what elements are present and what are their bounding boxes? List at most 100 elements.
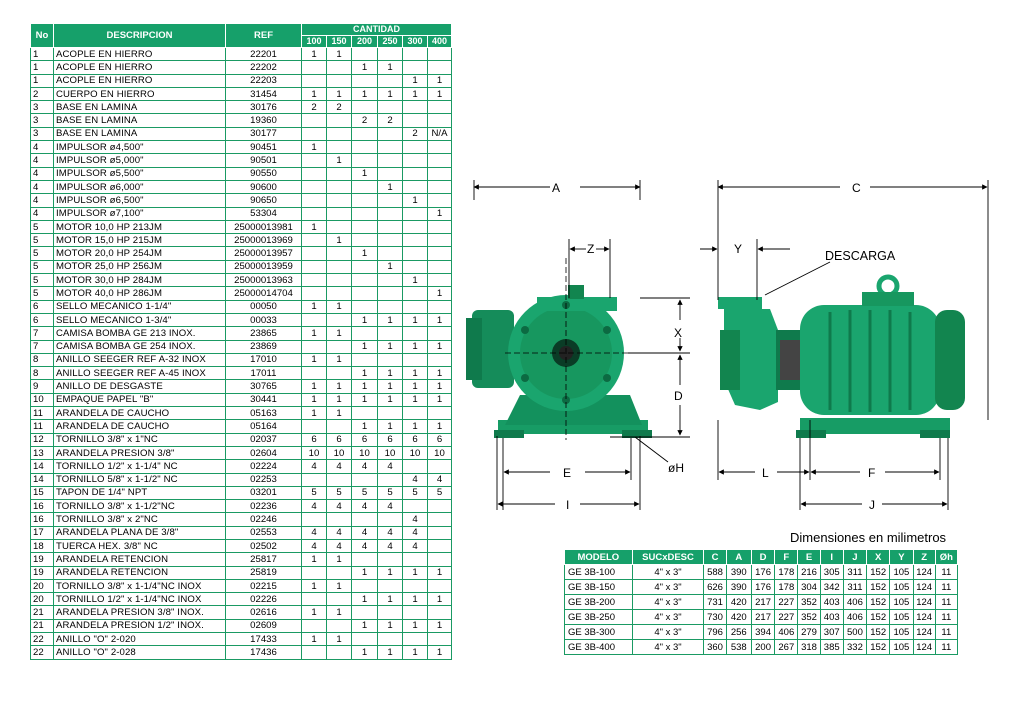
part-quantity <box>326 179 352 195</box>
part-quantity <box>402 406 428 421</box>
part-quantity: 4 <box>301 499 327 514</box>
part-quantity <box>301 206 327 221</box>
part-quantity <box>301 366 327 381</box>
part-ref: 25819 <box>225 565 302 580</box>
part-quantity: 1 <box>326 605 352 620</box>
model-name: GE 3B-150 <box>564 579 633 595</box>
part-quantity: 2 <box>301 100 327 115</box>
part-quantity <box>301 419 327 434</box>
part-quantity: 1 <box>326 578 352 594</box>
part-quantity: 1 <box>351 645 378 660</box>
part-quantity <box>402 46 428 62</box>
dimension-value: 176 <box>750 579 776 595</box>
part-quantity <box>402 499 428 514</box>
part-quantity <box>427 499 452 514</box>
part-quantity: 6 <box>351 432 378 447</box>
part-description: IMPULSOR ø6,000" <box>53 179 226 195</box>
part-quantity: 1 <box>326 86 352 102</box>
part-description: IMPULSOR ø4,500" <box>53 140 226 155</box>
part-quantity <box>427 525 452 540</box>
part-quantity: 4 <box>377 499 403 514</box>
part-quantity: 1 <box>326 153 352 168</box>
part-quantity <box>301 73 327 88</box>
part-quantity: 1 <box>427 419 452 434</box>
part-quantity: 1 <box>402 86 428 102</box>
part-quantity: 10 <box>402 445 428 461</box>
part-number: 2 <box>30 86 54 102</box>
part-ref: 90600 <box>225 179 302 195</box>
dimension-value: 305 <box>819 564 844 580</box>
part-quantity: 6 <box>377 432 403 447</box>
part-number: 18 <box>30 538 54 554</box>
part-quantity: 1 <box>301 578 327 594</box>
dimension-value: 152 <box>866 564 891 580</box>
part-quantity: 1 <box>351 592 378 607</box>
part-quantity <box>402 179 428 195</box>
part-quantity <box>402 326 428 341</box>
part-description: ANILLO "O" 2-020 <box>53 632 226 647</box>
part-quantity <box>377 206 403 221</box>
part-quantity <box>402 286 428 301</box>
part-quantity <box>301 179 327 195</box>
part-quantity <box>301 645 327 660</box>
part-ref: 02236 <box>225 499 302 514</box>
part-quantity: 1 <box>351 392 378 408</box>
part-quantity: 4 <box>301 459 327 474</box>
part-quantity <box>326 273 352 288</box>
part-quantity <box>301 166 327 181</box>
part-ref: 02609 <box>225 618 302 634</box>
dim-label-e: E <box>563 466 571 480</box>
part-quantity: 1 <box>402 379 428 394</box>
part-description: EMPAQUE PAPEL "B" <box>53 392 226 408</box>
part-quantity: 5 <box>402 485 428 501</box>
part-quantity: 1 <box>377 392 403 408</box>
part-quantity: 4 <box>402 525 428 540</box>
part-quantity <box>427 552 452 567</box>
part-quantity <box>326 60 352 75</box>
part-quantity <box>427 299 452 314</box>
dimension-value: 420 <box>725 609 752 625</box>
part-quantity <box>402 632 428 647</box>
part-quantity <box>351 605 378 620</box>
part-quantity: 1 <box>377 312 403 328</box>
part-quantity <box>326 312 352 328</box>
part-number: 4 <box>30 140 54 155</box>
dimension-value: 227 <box>774 594 799 610</box>
part-number: 12 <box>30 432 54 447</box>
dimension-value: 124 <box>912 624 936 640</box>
part-quantity: 10 <box>301 445 327 461</box>
part-quantity <box>326 286 352 301</box>
part-number: 16 <box>30 512 54 527</box>
part-quantity: 4 <box>402 538 428 554</box>
side-view-pump-motor <box>718 274 965 438</box>
part-number: 22 <box>30 645 54 660</box>
part-description: MOTOR 10,0 HP 213JM <box>53 219 226 235</box>
part-quantity: 6 <box>301 432 327 447</box>
part-quantity: 1 <box>351 366 378 381</box>
dimension-value: 256 <box>725 624 752 640</box>
dimension-value: 4" x 3" <box>631 639 705 655</box>
part-ref: 02037 <box>225 432 302 447</box>
part-description: TAPON DE 1/4" NPT <box>53 485 226 501</box>
part-description: ARANDELA RETENCION <box>53 552 226 567</box>
part-ref: 25000013963 <box>225 273 302 288</box>
part-number: 7 <box>30 339 54 354</box>
part-quantity <box>326 419 352 434</box>
part-description: MOTOR 20,0 HP 254JM <box>53 246 226 261</box>
dimension-header: F <box>774 549 799 565</box>
part-quantity: 1 <box>377 259 403 275</box>
part-quantity: 1 <box>377 592 403 607</box>
dimension-value: 105 <box>889 594 914 610</box>
part-quantity <box>402 352 428 368</box>
part-quantity <box>326 140 352 155</box>
